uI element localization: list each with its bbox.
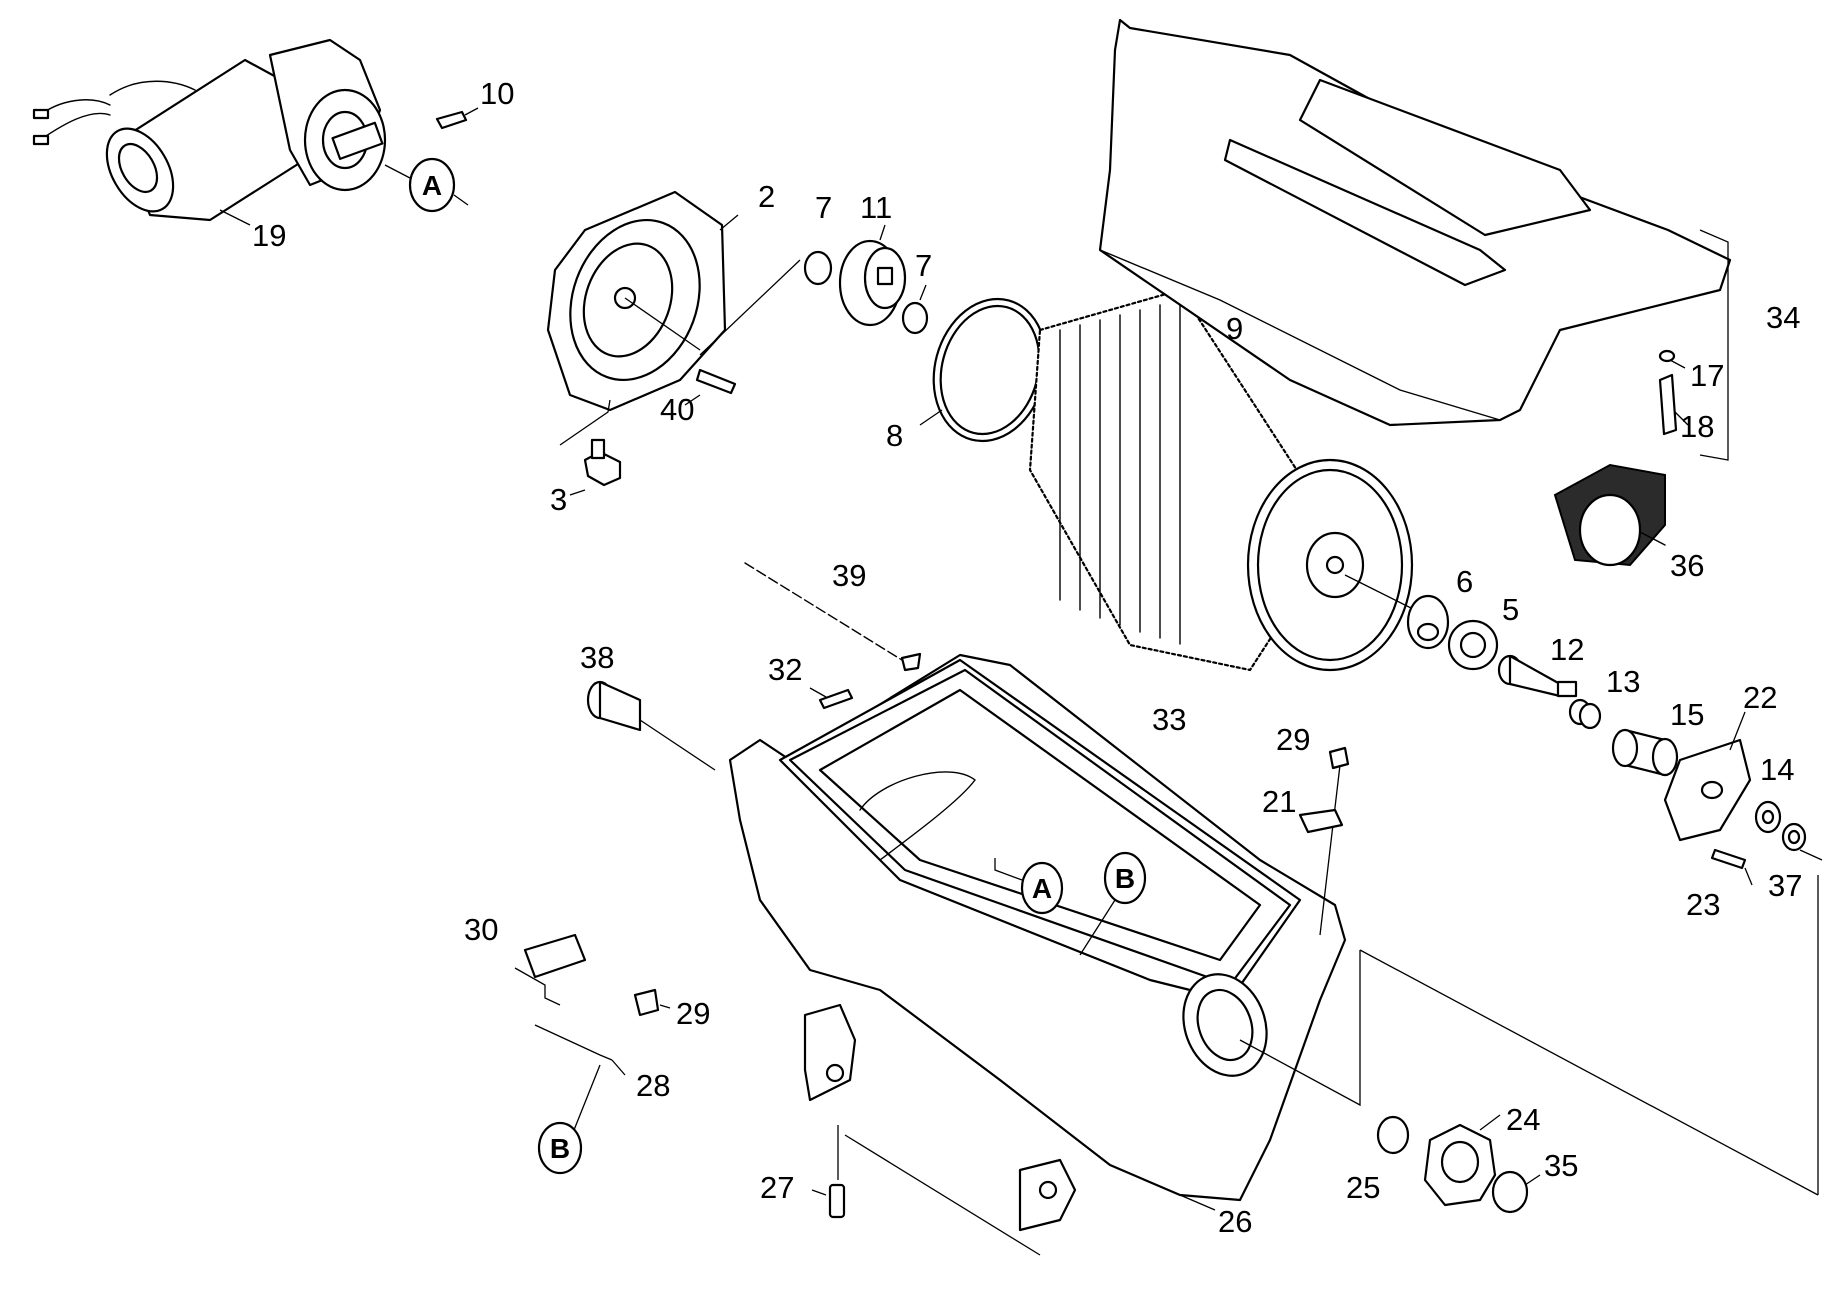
flange-plate-drawing — [546, 190, 739, 412]
washer-37-drawing — [1781, 822, 1823, 861]
part-label-23: 23 — [1686, 887, 1720, 922]
part-label-29b: 29 — [676, 996, 710, 1031]
part-label-26: 26 — [1218, 1204, 1252, 1239]
part-label-17: 17 — [1690, 358, 1724, 393]
key-drawing — [435, 107, 479, 130]
part-label-30: 30 — [464, 912, 498, 947]
tape-roll-36-drawing — [1553, 463, 1666, 567]
bracket-30-drawing — [514, 933, 587, 1006]
circlip-7b-drawing — [901, 284, 929, 335]
marker-b-2-letter: B — [550, 1133, 570, 1164]
fitting-38-drawing — [586, 680, 716, 771]
bearing-housing-11-drawing — [838, 224, 907, 327]
part-label-40: 40 — [660, 392, 694, 427]
part-label-37: 37 — [1768, 868, 1802, 903]
shaft-12-drawing — [1497, 654, 1578, 698]
o-ring-8-drawing — [919, 297, 1048, 443]
part-label-29a: 29 — [1276, 722, 1310, 757]
screw-40-drawing — [684, 368, 737, 406]
spring-13-drawing — [1568, 698, 1602, 730]
part-label-8: 8 — [886, 418, 903, 453]
circlip-7a-drawing — [699, 250, 833, 356]
knob-24-drawing — [1423, 1114, 1501, 1207]
marker-a-2: A — [994, 858, 1064, 915]
housing-26-drawing — [728, 653, 1819, 1232]
screw-29a-drawing — [1319, 746, 1350, 936]
part-label-10: 10 — [480, 76, 514, 111]
part-label-5: 5 — [1502, 592, 1519, 627]
bushing-6-drawing — [1406, 594, 1450, 650]
sleeve-15-drawing — [1611, 728, 1679, 777]
part-label-11: 11 — [860, 190, 892, 225]
clip-21-drawing — [1298, 808, 1344, 834]
bearing-5-drawing — [1447, 619, 1499, 671]
part-label-6: 6 — [1456, 564, 1473, 599]
part-label-27: 27 — [760, 1170, 794, 1205]
part-label-24: 24 — [1506, 1102, 1540, 1137]
part-label-28: 28 — [636, 1068, 670, 1103]
screw-32-drawing — [809, 687, 854, 710]
part-label-15: 15 — [1670, 697, 1704, 732]
part-label-13: 13 — [1606, 664, 1640, 699]
part-label-14: 14 — [1760, 752, 1794, 787]
part-label-22: 22 — [1743, 680, 1777, 715]
cap-35-drawing — [1491, 1170, 1541, 1214]
part-label-9: 9 — [1226, 311, 1243, 346]
part-label-7b: 7 — [915, 248, 932, 283]
part-label-7a: 7 — [815, 190, 832, 225]
part-label-18: 18 — [1680, 409, 1714, 444]
part-label-33: 33 — [1152, 702, 1186, 737]
strip-28-drawing — [534, 1024, 626, 1141]
circlip-25-drawing — [1376, 1115, 1410, 1155]
marker-a-1-letter: A — [422, 170, 442, 201]
marker-b-1: B — [1079, 851, 1147, 956]
part-label-36: 36 — [1670, 548, 1704, 583]
part-label-12: 12 — [1550, 632, 1584, 667]
pin-27-drawing — [811, 1125, 1041, 1256]
marker-b-2: B — [537, 1121, 583, 1175]
part-labels: 2 3 5 6 7 7 8 9 10 11 12 13 14 15 17 18 … — [252, 76, 1802, 1239]
cover-assembly-34-drawing — [1098, 18, 1732, 461]
marker-a-2-letter: A — [1032, 873, 1052, 904]
chain-39-drawing — [744, 562, 922, 672]
screw-23-drawing — [1710, 848, 1753, 886]
marker-a-1: A — [384, 157, 469, 213]
part-label-2: 2 — [758, 179, 775, 214]
screw-29b-drawing — [633, 988, 671, 1017]
part-label-38: 38 — [580, 640, 614, 675]
part-label-19: 19 — [252, 218, 286, 253]
part-label-39: 39 — [832, 558, 866, 593]
gear-motor-drawing — [32, 38, 387, 226]
part-label-34: 34 — [1766, 300, 1800, 335]
part-label-32: 32 — [768, 652, 802, 687]
part-label-25: 25 — [1346, 1170, 1380, 1205]
washer-14-drawing — [1754, 800, 1782, 834]
cover-plate-22-drawing — [1663, 711, 1752, 842]
roller-brush-9-drawing — [1028, 288, 1416, 672]
part-label-21: 21 — [1262, 784, 1296, 819]
bolt-3-drawing — [559, 399, 622, 496]
marker-b-1-letter: B — [1115, 863, 1135, 894]
part-label-35: 35 — [1544, 1148, 1578, 1183]
part-label-3: 3 — [550, 482, 567, 517]
